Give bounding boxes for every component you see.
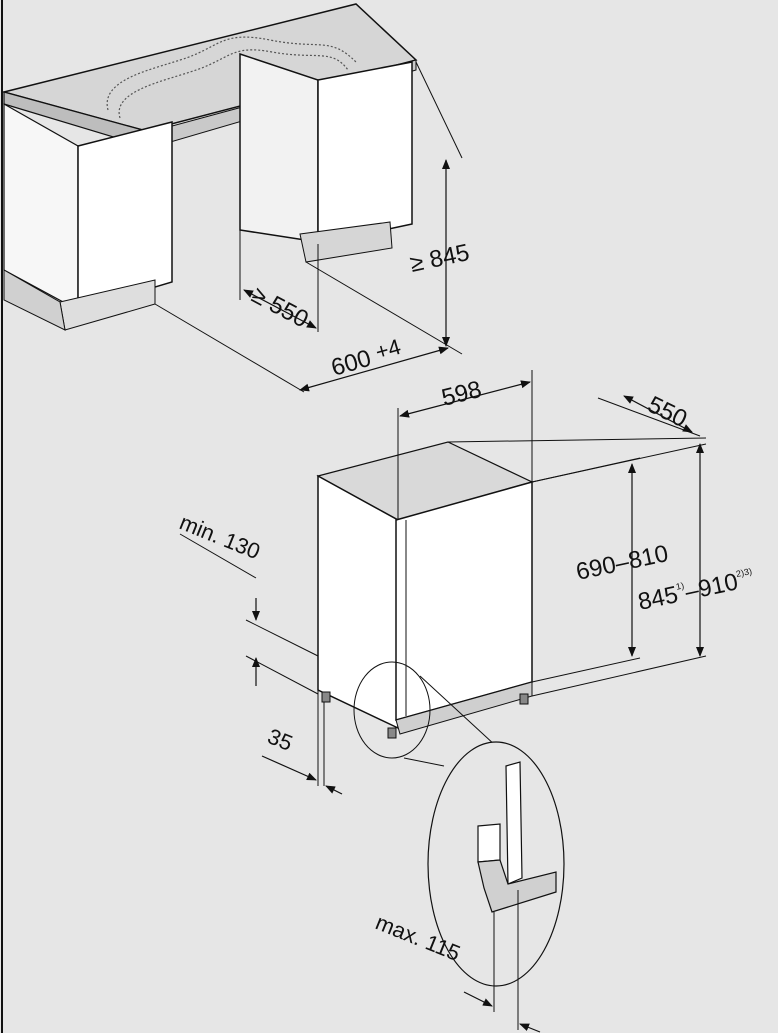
door-height-extension-bottom [531, 657, 641, 683]
detail-leader-line-1 [403, 757, 445, 767]
min-gap-extension-bottom [245, 655, 319, 695]
height-min-footnote: 1) [675, 580, 685, 591]
appliance-width-label: 598 [439, 376, 484, 412]
max-plinth-dimension-line [463, 991, 493, 1007]
appliance-side [317, 474, 399, 730]
min-height-label: ≥ 845 [408, 239, 472, 278]
min-gap-leader [179, 533, 257, 579]
foot-front-right [519, 693, 529, 705]
height-max-footnote: 2)3) [735, 566, 753, 579]
niche-width-label: 600 [328, 345, 374, 382]
foot-offset-dimension-line [261, 755, 317, 781]
svg-text:8451)–9102)3): 8451)–9102)3) [636, 565, 757, 616]
right-cabinet-plinth [299, 221, 393, 263]
height-extension-line-bottom [305, 261, 463, 355]
height-min-value: 845 [636, 581, 681, 616]
zoom-door-panel [505, 761, 523, 885]
detail-leader-line-2 [419, 675, 497, 747]
zoom-plinth-step [477, 823, 501, 863]
depth-extension-back [447, 437, 707, 443]
foot-offset-label: 35 [264, 723, 296, 755]
height-extension-line-top [415, 61, 463, 159]
foot-offset-dimension-line-b [325, 785, 343, 795]
kitchen-niche-illustration: ≥ 550 ≥ 845 600 +4 [1, 3, 472, 393]
width-dimension-line [299, 346, 449, 392]
total-height-label: 8451)–9102)3) [636, 565, 757, 616]
detail-marker-circle [353, 661, 431, 759]
appliance-depth-label: 550 [643, 391, 691, 433]
plinth-zoom-detail: max. 115 [372, 741, 565, 1033]
min-gap-extension-top [245, 619, 319, 657]
depth-dimension-line [623, 395, 693, 433]
left-cabinet-side [77, 121, 173, 312]
total-height-extension-bottom [531, 655, 707, 697]
min-depth-label: ≥ 550 [247, 281, 313, 333]
door-height-extension-top [531, 457, 641, 483]
width-dimension-line [399, 380, 531, 418]
zoom-plinth-front [477, 859, 557, 913]
max-plinth-dimension-line-b [519, 1023, 541, 1033]
door-height-range-label: 690–810 [574, 540, 671, 586]
right-cabinet-left-side [239, 52, 319, 243]
foot-front-left [387, 727, 397, 739]
min-gap-label: min. 130 [176, 509, 264, 564]
appliance-door [395, 481, 533, 721]
niche-width-tolerance-label: +4 [372, 334, 403, 365]
height-max-value: –910 [683, 568, 741, 606]
cable-route [106, 36, 357, 119]
width-extension-line-a [154, 303, 305, 393]
left-cabinet-base [3, 269, 66, 331]
appliance-illustration: 598 550 690–810 8451)–9102)3) min. 130 [176, 370, 757, 795]
right-cabinet-front [317, 61, 413, 245]
foot-rear-left [321, 691, 331, 703]
depth-dimension-line [243, 289, 317, 329]
